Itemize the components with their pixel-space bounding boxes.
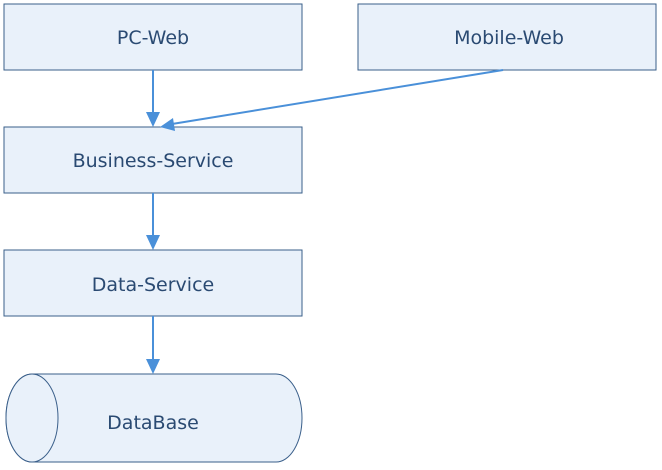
node-pc-web-label: PC-Web [117, 27, 189, 49]
arrow-mobile-web-to-business-service [160, 69, 504, 131]
node-pc-web: PC-Web [3, 3, 303, 71]
arrow-head [146, 359, 160, 374]
arrow-pc-web-to-business-service [146, 70, 160, 127]
arrow-data-service-to-database [146, 316, 160, 374]
database-cylinder-cap [5, 373, 59, 463]
node-business-service: Business-Service [3, 126, 303, 194]
node-database-label: DataBase [107, 412, 199, 434]
arrow-head [146, 112, 160, 127]
node-mobile-web-label: Mobile-Web [454, 27, 564, 49]
node-data-service-label: Data-Service [92, 274, 214, 296]
arrow-business-service-to-data-service [146, 193, 160, 250]
node-database: DataBase [5, 373, 303, 463]
node-mobile-web: Mobile-Web [357, 3, 657, 71]
node-business-service-label: Business-Service [73, 150, 234, 172]
node-data-service: Data-Service [3, 249, 303, 317]
arrow-head [160, 118, 175, 131]
arrow-head [146, 235, 160, 250]
